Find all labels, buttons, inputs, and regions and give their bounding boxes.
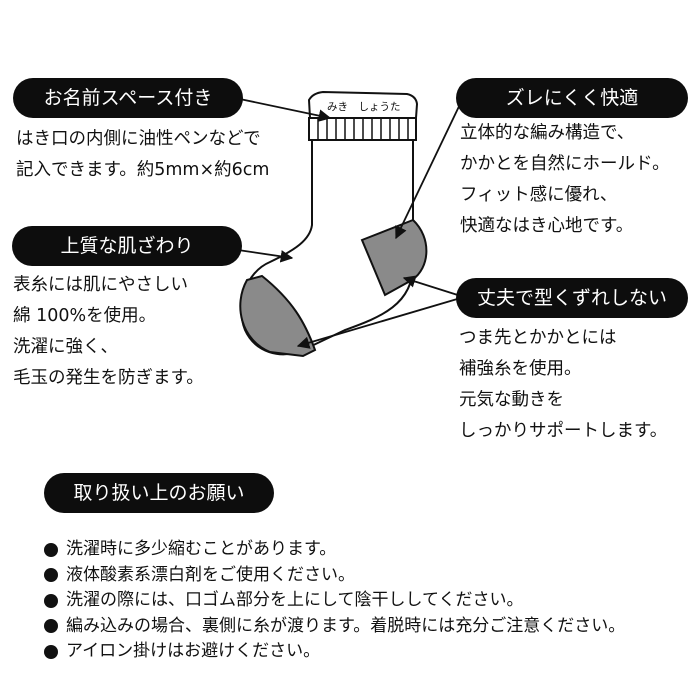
care-item-text: 液体酸素系漂白剤をご使用ください。 [66,564,355,585]
callout-desc-durable: つま先とかかとには 補強糸を使用。 元気な動きを しっかりサポートします。 [459,323,667,447]
desc-line: 立体的な編み構造で、 [460,123,635,143]
sock-cuff [307,90,419,141]
callout-arrows [234,97,465,349]
desc-line: 洗濯に強く、 [13,337,118,357]
desc-line: 表糸には肌にやさしい [13,275,188,295]
desc-line: 元気な動きを [459,390,564,410]
care-item: 編み込みの場合、裏側に糸が渡ります。着脱時には充分ご注意ください。 [44,614,625,640]
callout-desc-name-space: はき口の内側に油性ペンなどで 記入できます。約5mm×約6cm [16,124,269,186]
care-list: 洗濯時に多少縮むことがあります。 液体酸素系漂白剤をご使用ください。 洗濯の際に… [44,537,625,665]
desc-line: 綿 100%を使用。 [13,306,157,326]
care-item-text: アイロン掛けはお避けください。 [66,641,321,661]
desc-line: かかとを自然にホールド。 [460,154,670,174]
desc-line: しっかりサポートします。 [459,421,668,441]
desc-line: 補強糸を使用。 [459,359,582,379]
care-item: 洗濯の際には、口ゴム部分を上にして陰干ししてください。 [44,588,625,614]
desc-line: 毛玉の発生を防ぎます。 [13,368,204,388]
callout-title-comfort: ズレにくく快適 [456,78,688,118]
bullet-icon [44,568,58,583]
care-item-text: 洗濯の際には、口ゴム部分を上にして陰干ししてください。 [66,590,524,610]
bullet-icon [44,619,58,634]
callout-desc-comfort: 立体的な編み構造で、 かかとを自然にホールド。 フィット感に優れ、 快適なはき心… [460,118,670,242]
bullet-icon [44,593,58,608]
bullet-icon [44,542,58,557]
care-item: 液体酸素系漂白剤をご使用ください。 [44,563,625,589]
desc-line: フィット感に優れ、 [460,185,618,205]
desc-line: つま先とかかとには [459,328,617,348]
care-item: アイロン掛けはお避けください。 [44,639,625,665]
desc-line: 快適なはき心地です。 [460,216,634,236]
sock-name-label: みき しょうた [327,101,401,113]
callout-title-name-space: お名前スペース付き [13,78,243,118]
toe-reinforcement [239,274,317,358]
care-item-text: 洗濯時に多少縮むことがあります。 [66,539,337,559]
care-title: 取り扱い上のお願い [44,473,274,513]
care-item: 洗濯時に多少縮むことがあります。 [44,537,625,563]
callout-title-texture: 上質な肌ざわり [12,226,242,266]
desc-line: はき口の内側に油性ペンなどで [16,129,261,149]
care-item-text: 編み込みの場合、裏側に糸が渡ります。着脱時には充分ご注意ください。 [66,615,626,636]
callout-desc-texture: 表糸には肌にやさしい 綿 100%を使用。 洗濯に強く、 毛玉の発生を防ぎます。 [13,270,204,394]
bullet-icon [44,644,58,659]
desc-line: 記入できます。約5mm×約6cm [16,160,270,180]
callout-title-durable: 丈夫で型くずれしない [456,278,688,318]
